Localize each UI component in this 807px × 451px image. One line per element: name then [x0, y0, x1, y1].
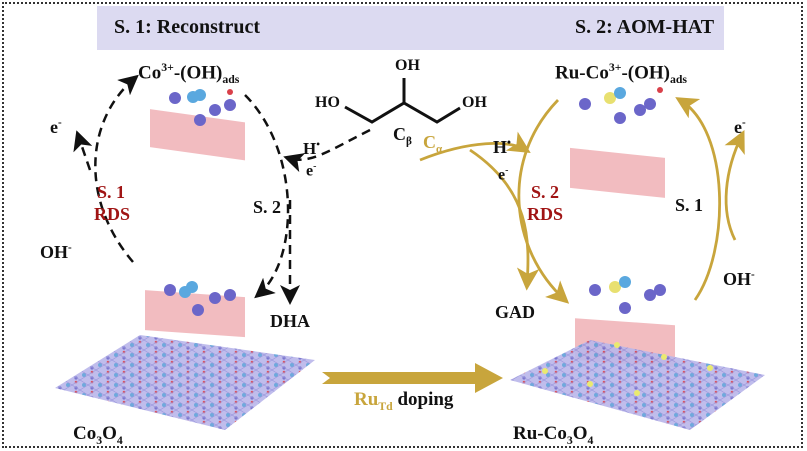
left-oh-label: OH-: [40, 242, 72, 262]
doping-label: RuTd doping: [354, 389, 454, 413]
h-abstract-arrow: [283, 128, 371, 173]
molecule-oh-right: OH: [462, 94, 487, 111]
right-rds-step: S. 2: [531, 182, 560, 202]
molecule-ho-left: HO: [315, 94, 340, 111]
ru-dopant-dots: [542, 342, 713, 396]
ru-co3o4-slab: [510, 340, 765, 430]
right-e-label: e-: [498, 165, 509, 184]
left-e2-label: e-: [306, 161, 317, 180]
right-e-out-label: e-: [734, 117, 746, 137]
right-up-arrow: [675, 97, 721, 301]
left-step2-label: S. 2: [253, 197, 282, 217]
c-beta-label: Cβ: [393, 124, 412, 148]
right-header-title: S. 2: AOM-HAT: [575, 16, 715, 38]
e-out-arrow: [73, 130, 93, 171]
left-rds-label: RDS: [94, 204, 131, 224]
left-e-label: e-: [50, 117, 62, 137]
gad-label: GAD: [495, 302, 535, 322]
c-alpha-label: Cα: [423, 132, 443, 156]
left-h-label: H•: [303, 139, 320, 158]
right-oh-label: OH-: [723, 269, 755, 289]
left-rds-step: S. 1: [97, 182, 126, 202]
h-transfer-arrow: [419, 131, 531, 162]
e-out-gold-arrow: [724, 129, 745, 241]
right-top-species: Ru-Co3+-(OH)ads: [555, 61, 687, 87]
molecule-oh-top: OH: [395, 57, 420, 74]
right-rds-label: RDS: [527, 204, 564, 224]
left-top-species: Co3+-(OH)ads: [138, 61, 240, 87]
right-top-cluster: [570, 87, 665, 198]
header-band: [97, 6, 724, 50]
ru-co3o4-label: Ru-Co3O4: [513, 423, 594, 447]
left-bottom-cluster: [145, 281, 245, 338]
left-top-cluster: [150, 89, 245, 161]
left-down-arrow: [244, 94, 290, 299]
gad-arrow: [469, 148, 540, 291]
left-header-title: S. 1: Reconstruct: [114, 16, 261, 38]
right-step1-label: S. 1: [675, 195, 704, 215]
co3o4-slab: [55, 335, 315, 430]
right-cycle-arrows: [419, 97, 745, 304]
doping-arrow: [322, 363, 503, 393]
dha-label: DHA: [270, 311, 310, 331]
left-cycle-arrows: [73, 74, 371, 305]
co3o4-label: Co3O4: [73, 423, 123, 447]
left-up-arrow: [94, 74, 139, 263]
glycerol-skeleton: [344, 78, 461, 124]
right-h-label: H•: [493, 137, 511, 157]
